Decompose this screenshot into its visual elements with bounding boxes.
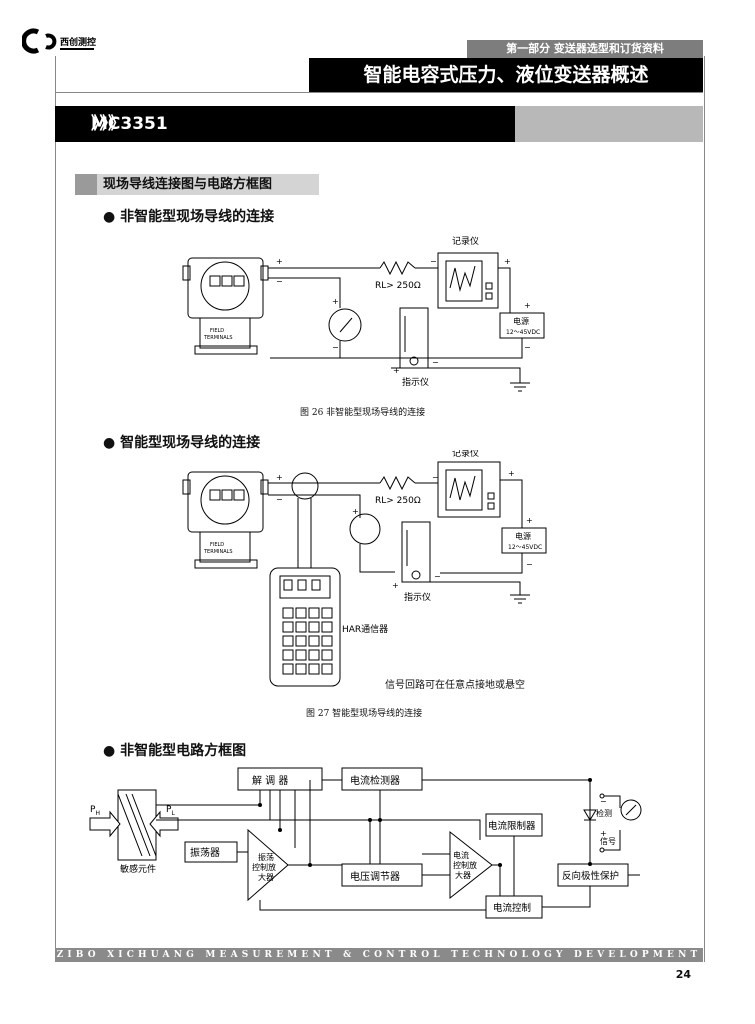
osc-amp <box>247 828 289 902</box>
svg-text:−: − <box>432 358 439 367</box>
fig27-diagram: + − − + + − + + − 记录仪 RL> 250Ω 电源 12～45VDC 指示… <box>182 450 547 687</box>
signal-label: 信号 <box>600 836 616 846</box>
fig26-diagram: +− −+ +− +− +− 记录仪 RL> 250Ω 电源 12～45VDC … <box>182 236 545 392</box>
svg-text:+: + <box>524 301 531 310</box>
svg-text:−: − <box>526 560 533 569</box>
fig27-har-label: HAR通信器 <box>342 623 388 635</box>
section-title: MC3351电容式智能变送器 <box>91 114 168 206</box>
fig26-rl-label: RL> 250Ω <box>375 281 421 291</box>
fig27-field2: TERMINALS <box>203 549 233 555</box>
current-limit-label: 电流限制器 <box>488 820 536 832</box>
page-frame <box>55 56 705 962</box>
indicator-box <box>399 307 429 369</box>
cur-amp <box>449 830 493 900</box>
svg-text:−: − <box>434 572 441 581</box>
osc-amp-l3: 大器 <box>258 872 274 882</box>
har-clamp <box>291 472 319 500</box>
fig26-power-label: 电源 <box>513 316 529 326</box>
reverse-prot-label: 反向极性保护 <box>562 870 619 882</box>
fig27-note: 信号回路可在任意点接地或悬空 <box>385 680 525 691</box>
fig26-heading: ● 非智能型现场导线的连接 <box>103 209 275 225</box>
svg-text:+: + <box>276 473 283 482</box>
osc-amp-l1: 振荡 <box>258 852 274 862</box>
current-detect-box <box>341 767 423 791</box>
recorder-box <box>437 252 499 309</box>
meter-gauge <box>328 308 362 342</box>
company-logo: 西创测控 <box>22 28 96 54</box>
svg-text:+: + <box>332 297 339 306</box>
logo-text: 西创测控 <box>60 36 96 48</box>
fig26-field1: FIELD <box>210 328 224 334</box>
fig27-recorder-box <box>437 461 501 518</box>
fig27-heading: ● 智能型现场导线的连接 <box>103 435 261 451</box>
sensor-label: 敏感元件 <box>120 863 156 875</box>
subsection-title: 现场导线连接图与电路方框图 <box>103 177 273 192</box>
svg-text:−: − <box>600 797 607 806</box>
ph-label: P <box>90 805 96 815</box>
fig28-diagram: 解 调 器 电流检测器 电流限制器 振荡器 振荡 控制放 大器 电压调节器 电流… <box>89 767 642 919</box>
svg-text:+: + <box>276 257 283 266</box>
divider <box>55 92 703 93</box>
main-title-bar: 智能电容式压力、液位变送器概述 <box>309 58 703 92</box>
fig26-indicator-label: 指示仪 <box>402 376 429 388</box>
svg-text:+: + <box>393 366 400 375</box>
svg-text:+: + <box>526 516 533 525</box>
pl-label: P <box>166 805 172 815</box>
svg-text:PL: PL <box>166 805 175 817</box>
svg-text:−: − <box>430 257 437 266</box>
svg-text:−: − <box>276 277 283 286</box>
svg-text:+: + <box>392 581 399 590</box>
main-title: 智能电容式压力、液位变送器概述 <box>363 64 649 86</box>
part-label: 第一部分 变送器选型和订货资料 <box>467 40 703 58</box>
fig27-power-box <box>501 527 547 554</box>
current-detect-label: 电流检测器 <box>350 774 400 787</box>
svg-text:+: + <box>600 829 607 838</box>
svg-text:PH: PH <box>90 805 100 817</box>
fig28-heading: ● 非智能型电路方框图 <box>103 743 247 759</box>
svg-text:−: − <box>432 473 439 482</box>
fig27-field1: FIELD <box>210 542 224 548</box>
section-arrows: 》》》 <box>91 114 125 134</box>
fig27-indicator-label: 指示仪 <box>404 591 431 603</box>
subsection-bar: 现场导线连接图与电路方框图 <box>75 174 319 195</box>
fig27-power-label: 电源 <box>515 531 531 541</box>
svg-text:−: − <box>524 343 531 352</box>
keypad <box>282 607 333 675</box>
page-number: 24 <box>675 968 691 981</box>
demod-label: 解 调 器 <box>252 774 288 787</box>
fig26-field2: TERMINALS <box>203 335 233 341</box>
pl-sub: L <box>171 810 175 817</box>
fig27-caption: 图 27 智能型现场导线的连接 <box>306 709 423 719</box>
osc-amp-l2: 控制放 <box>252 862 276 872</box>
detect-label: 检测 <box>596 808 612 818</box>
svg-text:−: − <box>332 343 339 352</box>
fig27-recorder-label: 记录仪 <box>452 450 479 459</box>
cur-amp-l2: 控制放 <box>453 860 477 870</box>
voltage-reg-label: 电压调节器 <box>350 870 400 883</box>
fig26-recorder-label: 记录仪 <box>452 236 479 247</box>
section-header: 》》》 MC3351电容式智能变送器 <box>55 106 515 206</box>
svg-text:+: + <box>504 257 511 266</box>
fig26-voltage-label: 12～45VDC <box>506 329 540 336</box>
section-header-shade <box>515 106 703 142</box>
har-communicator <box>269 567 341 687</box>
fig27-voltage-label: 12～45VDC <box>508 544 542 551</box>
footer-company: ZIBO XICHUANG MEASUREMENT & CONTROL TECH… <box>55 948 703 974</box>
cur-amp-l3: 大器 <box>455 870 471 880</box>
fig26-caption: 图 26 非智能型现场导线的连接 <box>300 408 426 418</box>
ph-sub: H <box>95 810 100 817</box>
cur-amp-l1: 电流 <box>453 850 469 860</box>
current-ctrl-label: 电流控制 <box>493 902 531 914</box>
transmitter-body <box>187 257 264 319</box>
svg-text:−: − <box>276 495 283 504</box>
oscillator-label: 振荡器 <box>190 846 220 859</box>
fig27-rl-label: RL> 250Ω <box>375 496 421 506</box>
svg-text:+: + <box>508 469 515 478</box>
svg-text:+: + <box>352 507 359 516</box>
